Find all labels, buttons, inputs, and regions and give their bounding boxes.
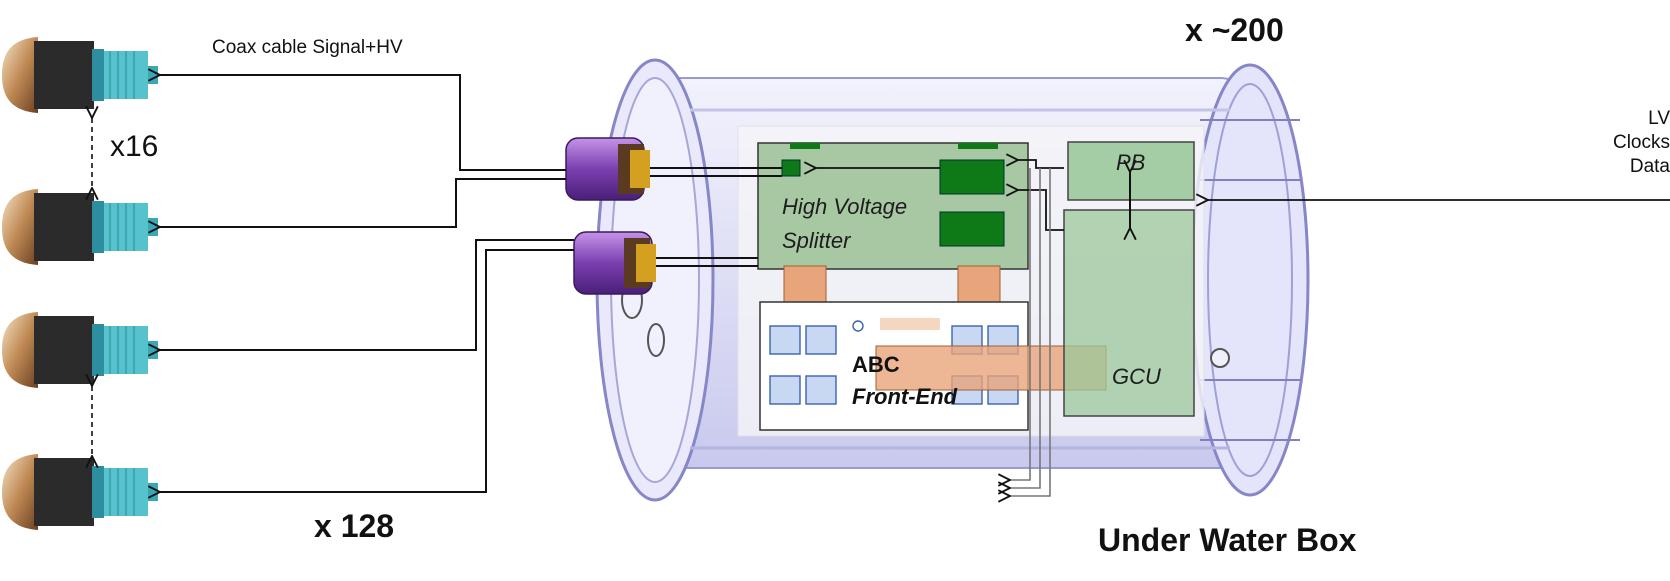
gcu-board bbox=[1063, 209, 1195, 417]
hv-splitter-label-line2: Splitter bbox=[782, 228, 851, 253]
external-label-clocks: Clocks bbox=[1612, 132, 1670, 153]
internal-wiring bbox=[816, 160, 1670, 231]
cable-label: Coax cable Signal+HV bbox=[212, 37, 403, 58]
box-count-label: x ~200 bbox=[1185, 12, 1284, 48]
front-end-label-line2: Front-End bbox=[852, 384, 958, 409]
purple-connector-bottom bbox=[573, 231, 656, 295]
pmt-1 bbox=[1, 36, 159, 114]
external-label-lv: LV bbox=[1648, 108, 1670, 129]
coax-cables bbox=[160, 75, 782, 492]
pmt-2 bbox=[1, 188, 159, 266]
hv-splitter-board bbox=[757, 142, 1029, 270]
purple-connector-top bbox=[565, 137, 650, 201]
pmt-group-label: x16 bbox=[110, 130, 159, 163]
pmt-3 bbox=[1, 311, 159, 389]
pmt-total-label: x 128 bbox=[314, 508, 395, 544]
hv-splitter-label-line1: High Voltage bbox=[782, 194, 908, 219]
front-end-label-line1: ABC bbox=[852, 352, 900, 377]
pb-label: PB bbox=[1116, 150, 1146, 175]
gcu-label: GCU bbox=[1112, 364, 1161, 389]
output-lines bbox=[1010, 168, 1051, 496]
box-title-label: Under Water Box bbox=[1098, 522, 1357, 558]
external-label-data: Data bbox=[1629, 156, 1670, 177]
pmt-4 bbox=[1, 453, 159, 531]
